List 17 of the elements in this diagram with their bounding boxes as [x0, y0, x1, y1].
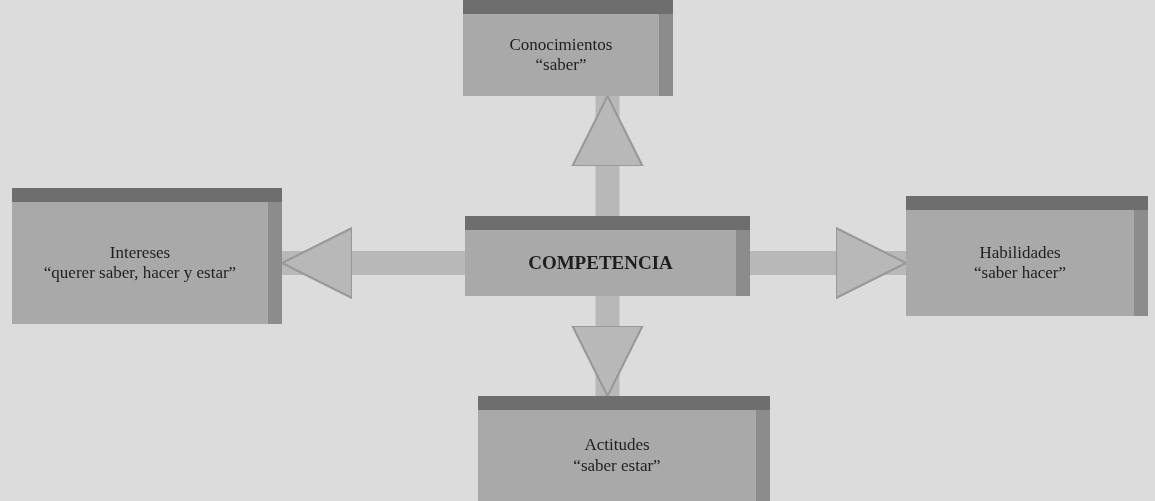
box-3d: [906, 196, 1148, 316]
box-3d: [478, 396, 770, 501]
arrow: [750, 226, 908, 300]
box-heading: Conocimientos: [509, 34, 613, 55]
box-quote: “saber estar”: [573, 455, 661, 476]
box-heading: Intereses: [109, 242, 171, 263]
box-3d: [465, 216, 750, 296]
arrow: [571, 296, 644, 398]
box-quote: “querer saber, hacer y estar”: [43, 263, 237, 284]
box-heading: Actitudes: [584, 435, 650, 456]
box-3d: [12, 188, 282, 324]
arrow: [571, 94, 644, 216]
box-quote: “saber hacer”: [974, 263, 1066, 284]
box-title: COMPETENCIA: [528, 251, 673, 275]
box-quote: “saber”: [535, 55, 587, 76]
box-3d: [463, 0, 673, 96]
box-heading: Habilidades: [979, 242, 1061, 263]
